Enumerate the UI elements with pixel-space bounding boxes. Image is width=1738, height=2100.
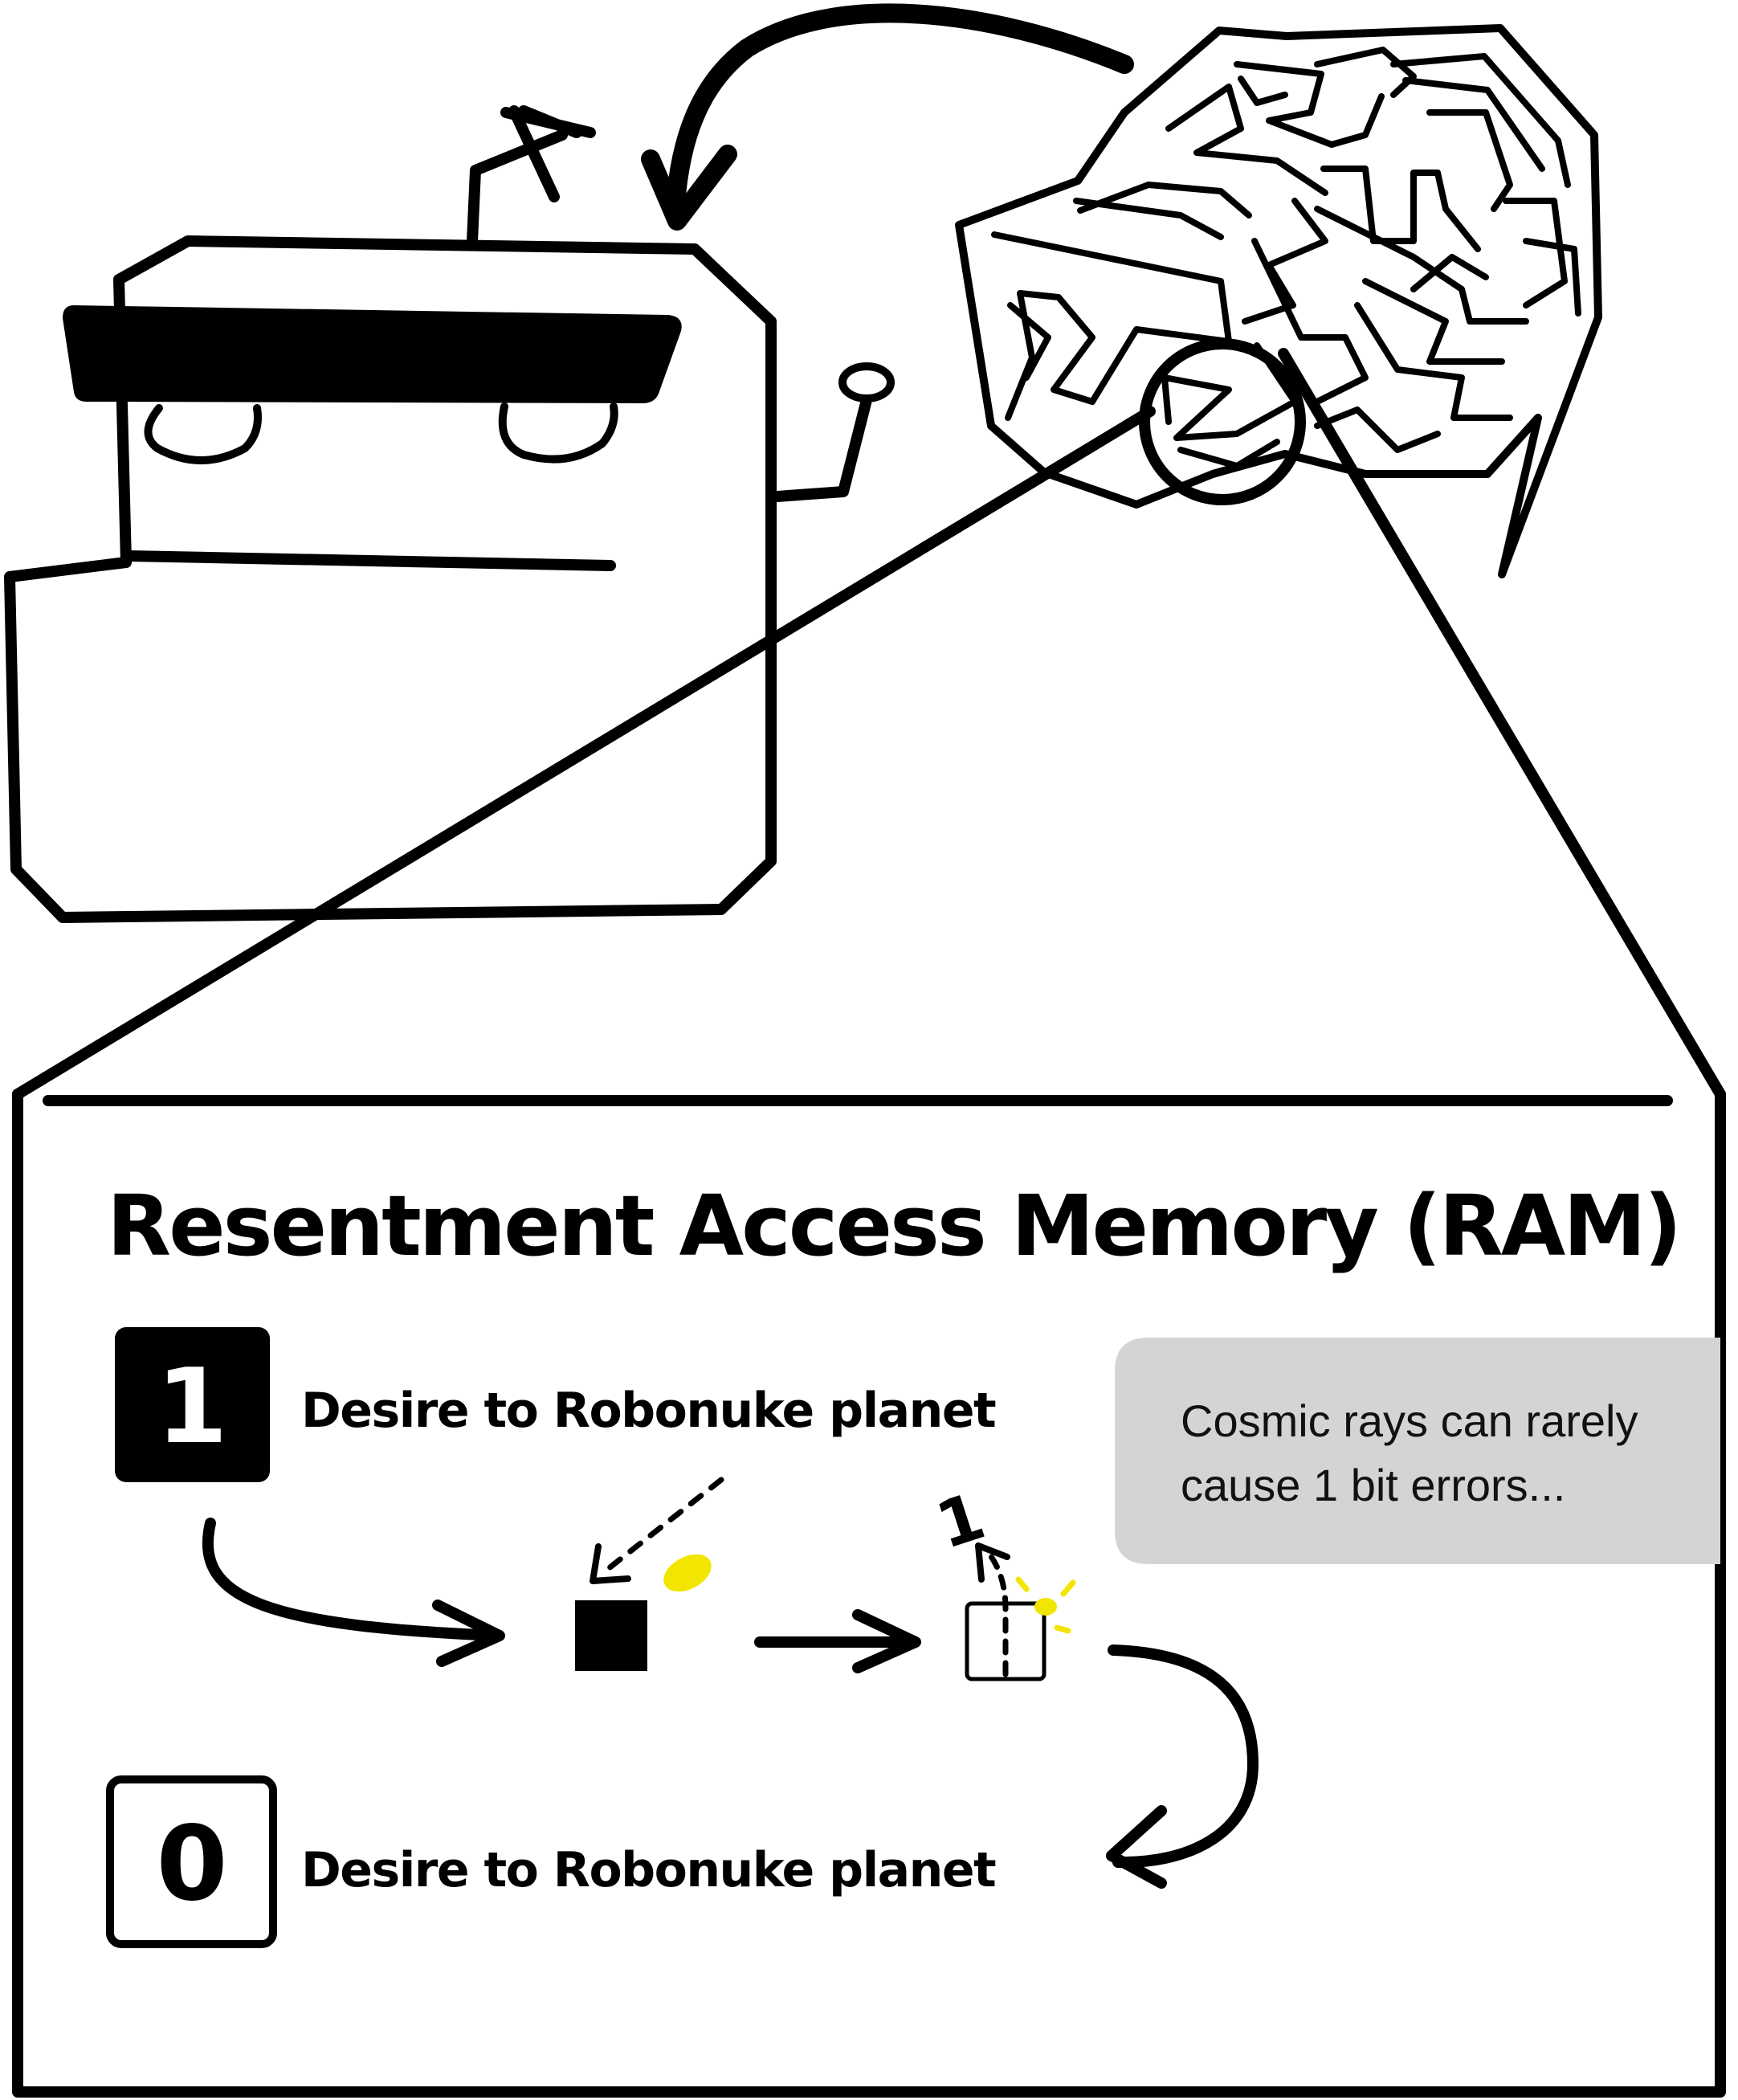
- robot-mouth: [123, 550, 616, 571]
- cosmic-ray-note: Cosmic rays can rarely cause 1 bit error…: [1115, 1338, 1720, 1564]
- brain-outline: [955, 24, 1602, 578]
- flow-arrow-to-flipped-head: [852, 1609, 921, 1673]
- cosmic-ray-trail: [598, 1477, 724, 1578]
- impact-spark: [1015, 1576, 1076, 1634]
- brain-maze: [991, 47, 1581, 469]
- flow-arrow-to-row-zero: [1108, 1644, 1259, 1869]
- escaping-bit: 1: [928, 1478, 993, 1563]
- ram-panel: Resentment Access Memory (RAM) 1 Desire …: [12, 1089, 1726, 2098]
- bit-row-zero: 0 Desire to Robonuke planet: [106, 1775, 998, 1948]
- note-line-1: Cosmic rays can rarely: [1181, 1395, 1638, 1446]
- cosmic-ray-particle: [663, 1554, 712, 1592]
- flow-arrow-to-block-head: [432, 1600, 505, 1667]
- robot: [4, 105, 895, 923]
- brain-to-robot-arrow: [641, 3, 1134, 231]
- robot-left-eye: [144, 404, 262, 464]
- robot-head: [4, 235, 777, 923]
- panel-frame: [12, 1089, 1726, 2098]
- callout-line-left: [12, 406, 1156, 1100]
- flow-arrow-to-row-zero-head: [1106, 1805, 1167, 1889]
- bit-box-one: [115, 1327, 270, 1482]
- panel-title: Resentment Access Memory (RAM): [107, 1177, 1679, 1275]
- bit-value-one: 1: [156, 1347, 227, 1467]
- flow-arrow-to-block: [202, 1518, 504, 1641]
- callout-line-right: [1278, 348, 1726, 1100]
- bit-value-zero: 0: [156, 1804, 227, 1924]
- robot-right-eye: [498, 402, 618, 464]
- escaping-bit-trail-head: [975, 1542, 1010, 1583]
- bit-row-one: 1 Desire to Robonuke planet: [115, 1327, 998, 1482]
- brain: [955, 24, 1602, 578]
- robot-arm: [772, 391, 873, 502]
- bit-row-zero-label: Desire to Robonuke planet: [301, 1842, 996, 1898]
- magnifier-callout: [12, 338, 1726, 1100]
- robot-arm-knob: [838, 362, 895, 402]
- antenna-spark-mark: [500, 105, 596, 202]
- magnifier-lens: [1139, 338, 1306, 505]
- robot-brow-visor: [63, 305, 682, 403]
- memory-cell-set: [575, 1600, 647, 1671]
- cosmic-ray-trail-head: [590, 1543, 631, 1584]
- note-line-2: cause 1 bit errors...: [1181, 1460, 1565, 1510]
- note-bubble: [1115, 1338, 1720, 1564]
- bit-row-one-label: Desire to Robonuke planet: [301, 1383, 996, 1439]
- escaping-bit-trail: [985, 1549, 1009, 1677]
- bit-box-zero: [106, 1775, 277, 1948]
